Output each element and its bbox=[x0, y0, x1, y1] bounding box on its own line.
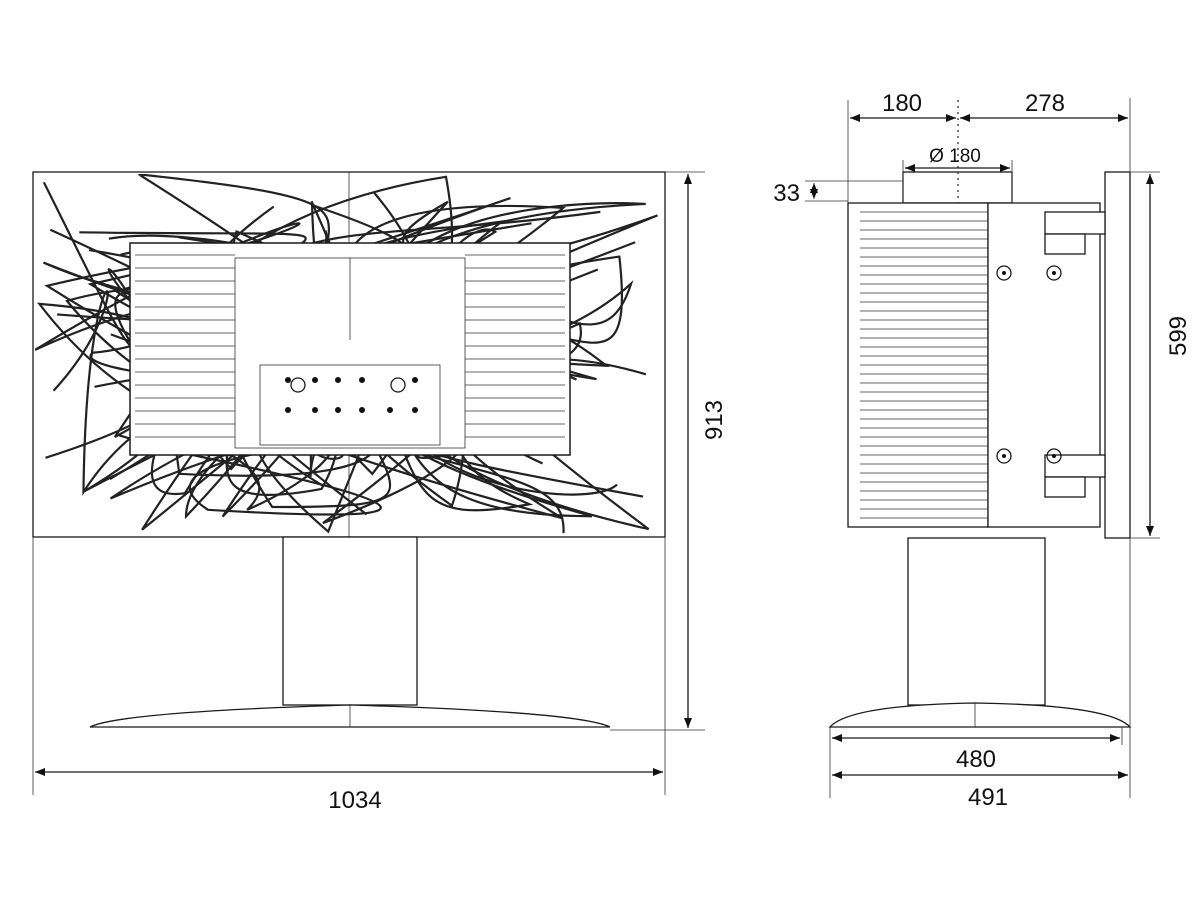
side-base bbox=[828, 702, 1132, 728]
front-pedestal bbox=[282, 536, 418, 706]
base-depth-label: 480 bbox=[956, 746, 996, 773]
mounting-bolts bbox=[996, 265, 1062, 464]
front-view: 913 1034 bbox=[32, 171, 728, 814]
total-depth-label: 491 bbox=[968, 784, 1008, 811]
flue-offset-rear-label: 278 bbox=[1025, 90, 1065, 117]
corrugation-ribs bbox=[860, 211, 988, 519]
side-view: 180 278 Ø 180 33 599 480 491 bbox=[773, 90, 1192, 811]
flue-diameter-label: Ø 180 bbox=[929, 146, 981, 167]
hinge-top bbox=[1044, 211, 1106, 235]
hinge-bottom bbox=[1044, 454, 1106, 478]
height-dimension-label: 913 bbox=[701, 400, 728, 440]
flue-collar-height-label: 33 bbox=[773, 180, 800, 207]
door-panel bbox=[1104, 171, 1131, 539]
side-pedestal bbox=[907, 537, 1046, 706]
flue-collar bbox=[902, 171, 1013, 204]
width-dimension-label: 1034 bbox=[328, 787, 381, 814]
body-height-label: 599 bbox=[1165, 316, 1192, 356]
flue-offset-front-label: 180 bbox=[882, 90, 922, 117]
firebox-interior bbox=[135, 254, 565, 449]
